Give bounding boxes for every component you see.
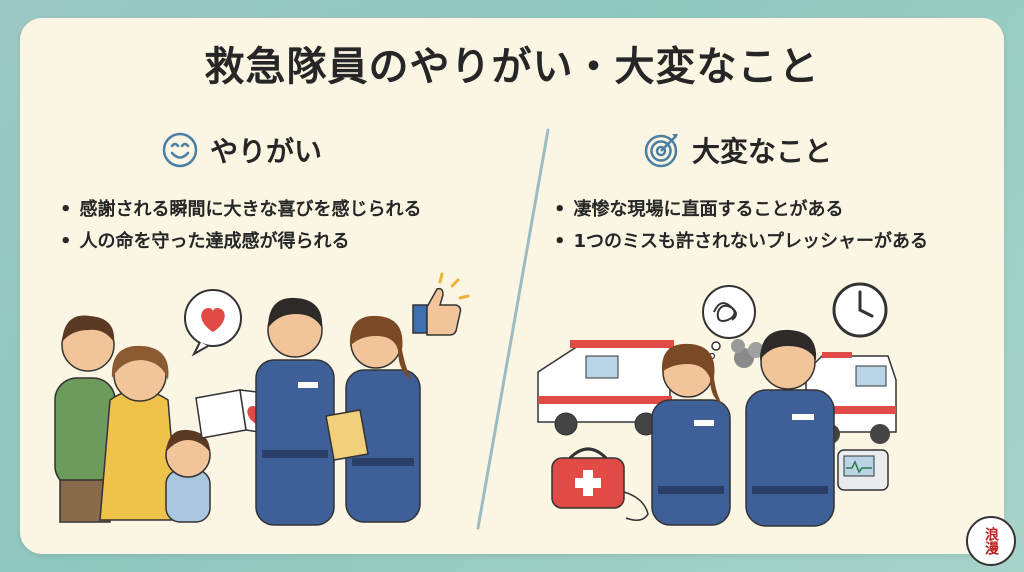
list-item: • 1つのミスも許されないプレッシャーがある — [554, 226, 928, 258]
content-card — [20, 18, 1004, 554]
rewards-heading: やりがい — [160, 130, 322, 170]
list-item: • 感謝される瞬間に大きな喜びを感じられる — [60, 194, 422, 226]
bullet-glyph: • — [60, 231, 72, 252]
rewards-heading-label: やりがい — [210, 135, 323, 168]
difficulties-heading: 大変なこと — [642, 130, 832, 170]
bullet-glyph: • — [554, 199, 566, 220]
brand-stamp-logo: 浪漫 — [966, 516, 1016, 566]
stamp-text: 浪漫 — [983, 527, 999, 555]
list-item-text: 凄惨な現場に直面することがある — [573, 199, 844, 220]
list-item: • 人の命を守った達成感が得られる — [60, 226, 422, 258]
bullet-glyph: • — [60, 199, 72, 220]
bullet-glyph: • — [554, 231, 566, 252]
list-item-text: 1つのミスも許されないプレッシャーがある — [573, 231, 929, 252]
target-icon — [644, 134, 678, 168]
smiley-icon — [162, 132, 198, 168]
difficulties-heading-label: 大変なこと — [692, 135, 833, 168]
difficulties-list: • 凄惨な現場に直面することがある • 1つのミスも許されないプレッシャーがある — [554, 194, 928, 258]
list-item-text: 感謝される瞬間に大きな喜びを感じられる — [79, 199, 422, 220]
list-item: • 凄惨な現場に直面することがある — [554, 194, 928, 226]
rewards-list: • 感謝される瞬間に大きな喜びを感じられる • 人の命を守った達成感が得られる — [60, 194, 422, 258]
page-title: 救急隊員のやりがい・大変なこと — [204, 44, 820, 90]
list-item-text: 人の命を守った達成感が得られる — [79, 231, 350, 252]
